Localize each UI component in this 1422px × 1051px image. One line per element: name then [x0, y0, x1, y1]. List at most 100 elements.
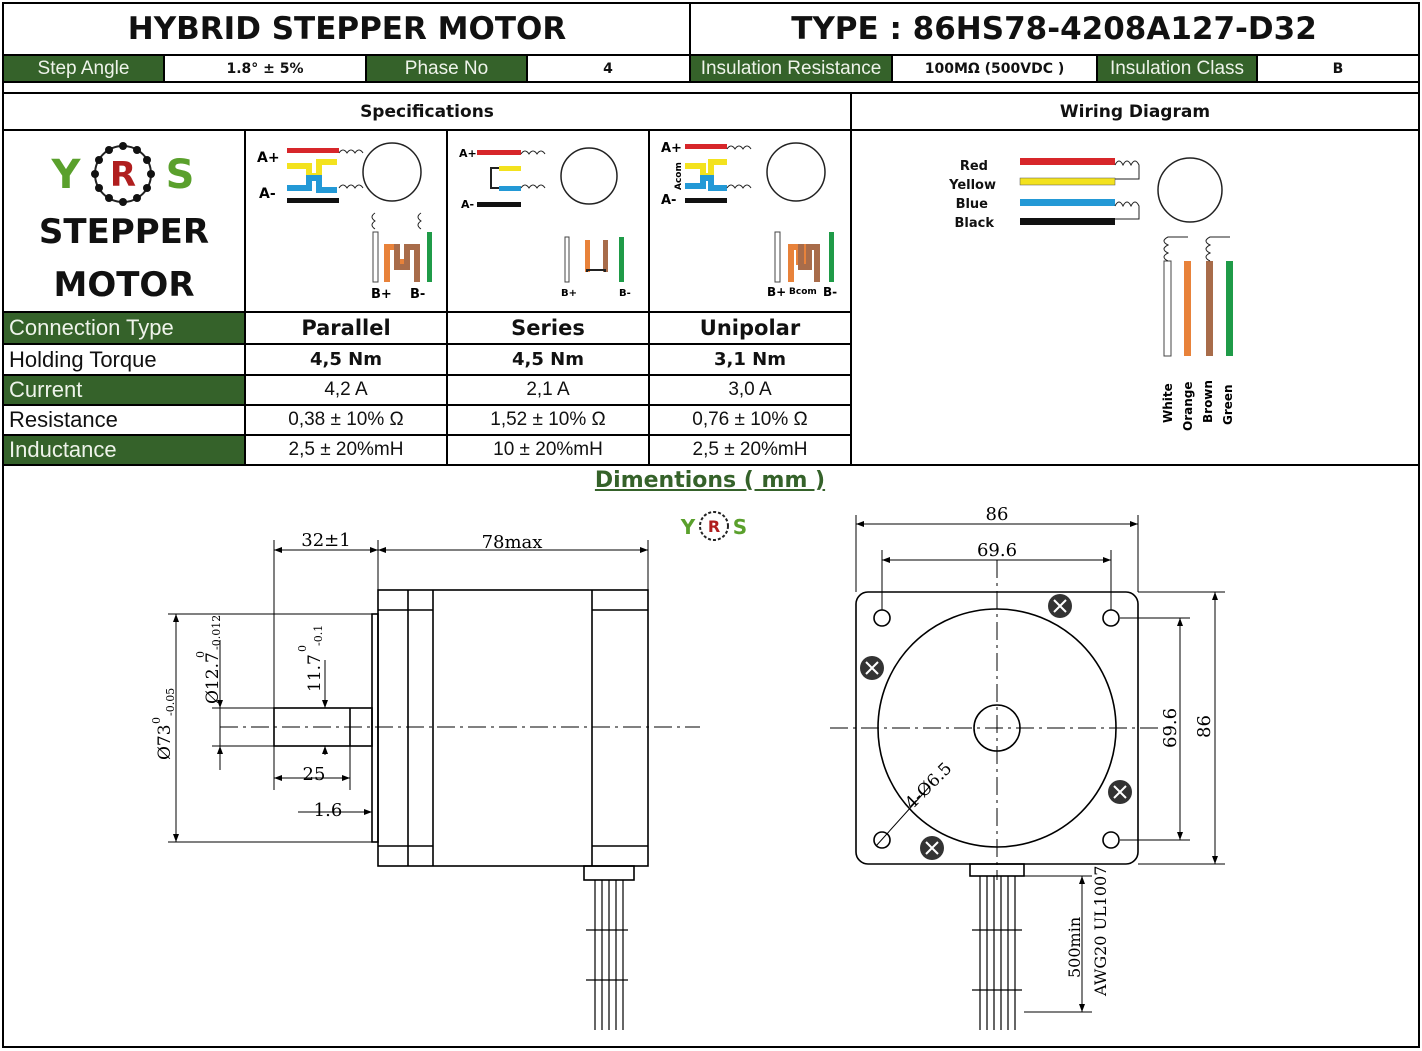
table-cell: Series — [511, 316, 585, 340]
insulation-resistance-label: Insulation Resistance — [691, 56, 891, 81]
front-view-drawing: 86 69.6 69.6 86 4-Ø6.5 500min AWG20 UL10… — [830, 504, 1225, 1030]
wire-label-blue: Blue — [955, 197, 988, 212]
step-angle-value: 1.8° ± 5% — [226, 60, 304, 77]
dim-flat-tol-lower: -0.1 — [312, 625, 325, 646]
divider — [1096, 55, 1098, 82]
dim-lead-length: 500min — [1065, 917, 1084, 978]
b-minus-label: B- — [619, 288, 631, 299]
wire-label-yellow: Yellow — [949, 178, 996, 193]
svg-text:S: S — [166, 152, 195, 198]
row-label-connection-type: Connection Type — [4, 313, 244, 343]
divider — [689, 4, 691, 82]
divider — [4, 92, 1420, 94]
dim-flange-tol-upper: 0 — [150, 717, 163, 724]
table-cell: 2,1 A — [526, 379, 570, 400]
divider — [163, 55, 165, 82]
svg-text:R: R — [110, 155, 136, 195]
a-com-label: Acom — [674, 162, 684, 190]
dim-body-length: 78max — [482, 532, 543, 553]
phase-no-label: Phase No — [367, 56, 526, 81]
table-cell: 4,5 Nm — [512, 349, 584, 370]
yrs-logo-icon: R Y S — [51, 142, 195, 206]
divider — [446, 130, 448, 465]
series-connection-diagram: A+ A- B+ B- — [449, 132, 647, 310]
row-label-resistance: Resistance — [9, 407, 118, 432]
divider — [4, 374, 851, 376]
divider — [4, 54, 1420, 56]
dim-boss: 1.6 — [314, 800, 343, 821]
dim-shaft-length: 32±1 — [301, 530, 350, 551]
dim-hole-spacing-v: 69.6 — [1160, 708, 1181, 748]
parallel-connection-diagram: A+ A- B+ B- — [247, 132, 445, 310]
divider — [891, 55, 893, 82]
divider — [1256, 55, 1258, 82]
svg-text:S: S — [733, 515, 747, 539]
motor-type: TYPE : 86HS78-4208A127-D32 — [791, 11, 1317, 47]
divider — [244, 130, 246, 465]
insulation-resistance-value: 100MΩ (500VDC ) — [924, 60, 1065, 77]
table-cell: 10 ± 20%mH — [493, 439, 603, 460]
divider — [365, 55, 367, 82]
divider — [648, 130, 650, 465]
svg-text:Y: Y — [51, 152, 82, 198]
wiring-diagram-heading: Wiring Diagram — [1059, 101, 1211, 122]
b-minus-label: B- — [410, 287, 425, 302]
dim-hole-spacing-h: 69.6 — [977, 540, 1017, 561]
a-plus-label: A+ — [459, 147, 477, 160]
b-com-label: Bcom — [789, 287, 817, 297]
divider — [4, 404, 851, 406]
svg-text:Y: Y — [680, 515, 696, 539]
wire-label-orange: Orange — [1181, 382, 1195, 432]
dim-flat-tol-upper: 0 — [296, 645, 309, 652]
divider — [4, 464, 1420, 466]
divider — [4, 311, 851, 313]
table-cell: 4,2 A — [324, 379, 368, 400]
svg-text:R: R — [708, 517, 720, 536]
wire-label-red: Red — [959, 159, 988, 174]
page-title: HYBRID STEPPER MOTOR — [127, 11, 567, 47]
dim-flat-length: 25 — [303, 764, 326, 785]
wire-label-black: Black — [954, 216, 995, 231]
divider — [4, 343, 851, 345]
dim-shaft-tol-lower: -0.012 — [210, 615, 223, 650]
b-minus-label: B- — [823, 285, 837, 299]
table-cell: 2,5 ± 20%mH — [288, 439, 404, 460]
dim-front-width: 86 — [986, 504, 1009, 525]
divider — [526, 55, 528, 82]
logo-motor-text: MOTOR — [53, 265, 195, 305]
divider — [4, 129, 1420, 131]
yrs-small-logo-icon: R Y S — [680, 511, 747, 541]
specifications-heading: Specifications — [360, 101, 494, 122]
divider — [4, 81, 1420, 83]
divider — [4, 434, 851, 436]
dim-flat: 11.7 — [305, 654, 325, 692]
side-view-drawing: 32±1 78max Ø73 0 -0.05 Ø12.7 0 -0.012 11… — [150, 530, 700, 1030]
a-plus-label: A+ — [257, 150, 280, 166]
wiring-diagram: Red Yellow Blue Black White Orange Brown… — [852, 131, 1418, 463]
wire-label-white: White — [1161, 383, 1175, 423]
table-cell: 4,5 Nm — [310, 349, 382, 370]
table-cell: Unipolar — [699, 316, 801, 340]
unipolar-connection-diagram: A+ A- Acom B+ Bcom B- — [651, 132, 849, 310]
b-plus-label: B+ — [371, 287, 392, 302]
a-plus-label: A+ — [661, 141, 682, 156]
logo-stepper-text: STEPPER — [38, 212, 210, 252]
table-cell: 1,52 ± 10% Ω — [490, 409, 606, 430]
table-cell: 3,0 A — [728, 379, 772, 400]
phase-no-value: 4 — [603, 60, 613, 77]
dim-wire-spec: AWG20 UL1007 — [1091, 866, 1110, 997]
dim-shaft-dia: Ø12.7 — [203, 652, 223, 704]
row-label-current: Current — [4, 376, 244, 404]
wire-label-brown: Brown — [1201, 380, 1215, 423]
a-minus-label: A- — [461, 198, 474, 211]
dim-front-height: 86 — [1194, 715, 1215, 738]
a-minus-label: A- — [661, 193, 676, 208]
dim-shaft-tol-upper: 0 — [194, 651, 207, 658]
a-minus-label: A- — [259, 186, 276, 202]
table-cell: 2,5 ± 20%mH — [692, 439, 808, 460]
dim-flange-tol-lower: -0.05 — [164, 688, 177, 716]
step-angle-label: Step Angle — [4, 56, 163, 81]
b-plus-label: B+ — [767, 285, 786, 299]
row-label-inductance: Inductance — [4, 436, 244, 464]
